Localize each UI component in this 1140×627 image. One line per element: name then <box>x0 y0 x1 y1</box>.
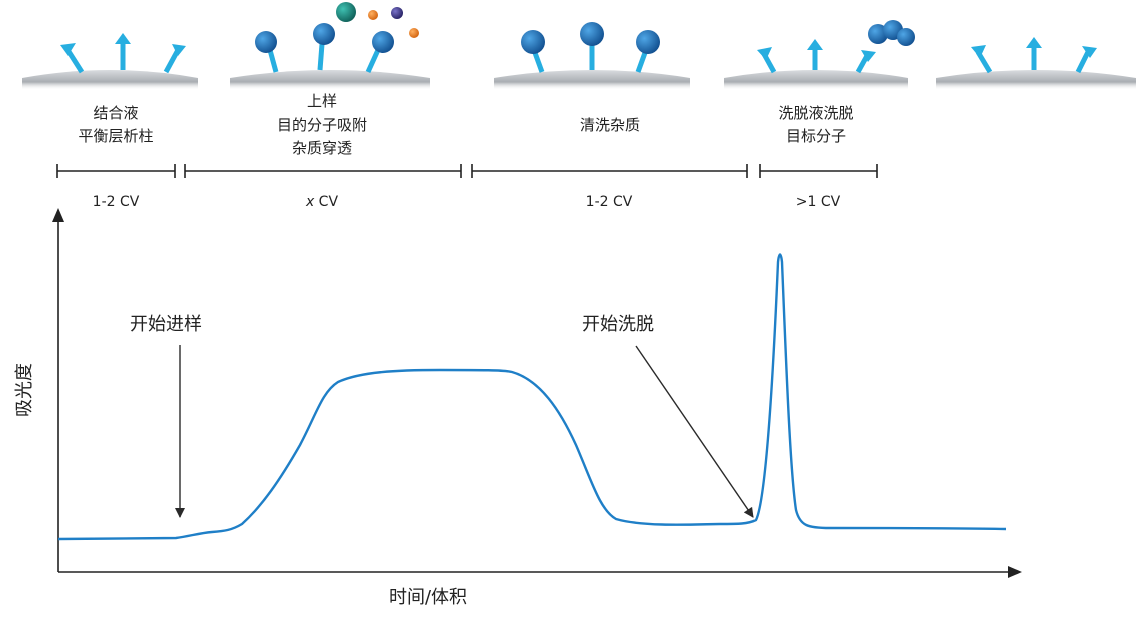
impurity-purple-icon <box>391 7 403 19</box>
stage-1-line-1: 结合液 <box>93 104 138 122</box>
volume-stage-4: >1 CV <box>796 194 841 210</box>
target-molecule-icon <box>372 31 394 53</box>
impurity-teal-icon <box>336 2 356 22</box>
stage-2-line-3: 杂质穿透 <box>292 139 352 157</box>
impurity-orange-icon <box>368 10 378 20</box>
stage-2-line-2: 目的分子吸附 <box>277 116 367 134</box>
stage-2-line-1: 上样 <box>307 92 337 110</box>
panel-wash <box>494 22 690 90</box>
volume-stage-2: x CV <box>305 194 339 210</box>
annotation-start-elution: 开始洗脱 <box>582 314 754 518</box>
ligand-arrow-icon <box>60 33 186 74</box>
start-elution-label: 开始洗脱 <box>582 314 654 335</box>
panel-elution <box>724 20 915 90</box>
stage-labels: 结合液 平衡层析柱 上样 目的分子吸附 杂质穿透 清洗杂质 洗脱液洗脱 目标分子 <box>78 92 853 157</box>
start-sample-label: 开始进样 <box>130 314 202 335</box>
panel-loading <box>230 2 430 90</box>
target-molecule-icon <box>636 30 660 54</box>
stage-4-line-2: 目标分子 <box>786 127 846 145</box>
target-molecule-icon <box>580 22 604 46</box>
eluted-molecule-icon <box>868 24 888 44</box>
panel-equilibration <box>22 33 198 90</box>
stage-4-line-1: 洗脱液洗脱 <box>778 104 853 122</box>
stage-3-line-1: 清洗杂质 <box>580 116 640 134</box>
absorbance-curve <box>57 253 1007 541</box>
impurity-orange-icon <box>409 28 419 38</box>
eluted-molecule-icon <box>897 28 915 46</box>
volume-stage-1: 1-2 CV <box>93 194 140 210</box>
target-molecule-icon <box>313 23 335 45</box>
annotation-start-sample: 开始进样 <box>130 314 202 518</box>
chromatogram-axes <box>52 208 1022 578</box>
volume-stage-3: 1-2 CV <box>586 194 633 210</box>
stage-1-line-2: 平衡层析柱 <box>78 127 153 145</box>
target-molecule-icon <box>255 31 277 53</box>
y-axis-arrow-icon <box>52 208 64 222</box>
volume-brackets <box>56 164 878 178</box>
x-axis-label: 时间/体积 <box>389 587 467 608</box>
target-molecule-icon <box>521 30 545 54</box>
y-axis-label: 吸光度 <box>14 363 35 417</box>
panel-regenerated <box>936 37 1136 90</box>
start-elution-arrow-icon <box>635 345 754 518</box>
x-axis-arrow-icon <box>1008 566 1022 578</box>
stage-illustrations <box>22 2 1136 90</box>
volume-labels: 1-2 CV x CV 1-2 CV >1 CV <box>93 194 841 210</box>
